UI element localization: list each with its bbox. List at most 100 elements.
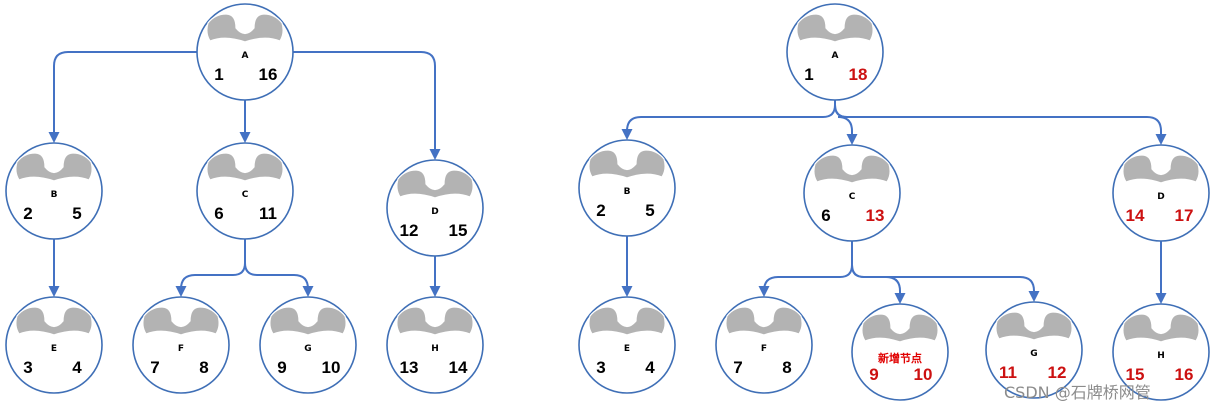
left-value: 9 — [869, 365, 878, 384]
left-value: 7 — [150, 358, 159, 377]
node-before-B: B 2 5 — [5, 142, 103, 240]
right-value: 17 — [1175, 206, 1194, 225]
node-head-icon — [725, 306, 803, 336]
edge-A-B — [53, 51, 197, 132]
node-head-icon — [206, 152, 284, 182]
node-before-H: H 13 14 — [386, 296, 484, 394]
node-label: E — [624, 344, 630, 354]
node-before-F: F 7 8 — [132, 296, 230, 394]
right-value: 15 — [449, 221, 468, 240]
node-label: G — [1030, 349, 1037, 359]
left-value: 14 — [1126, 206, 1145, 225]
arrowhead-B-E — [48, 286, 60, 297]
node-label: D — [431, 207, 438, 217]
node-label: C — [242, 190, 249, 200]
right-value: 11 — [259, 204, 277, 223]
arrowhead-A-D — [1155, 134, 1167, 145]
left-value: 3 — [23, 358, 32, 377]
right-value: 18 — [849, 65, 868, 84]
watermark: CSDN @石牌桥网管 — [1004, 383, 1151, 402]
right-value: 5 — [72, 204, 81, 223]
node-label: H — [431, 344, 439, 354]
left-value: 3 — [596, 358, 605, 377]
arrowhead-D-H — [429, 286, 441, 297]
tree-after — [621, 100, 1167, 304]
left-value: 1 — [804, 65, 813, 84]
node-label: G — [304, 344, 311, 354]
right-value: 14 — [449, 358, 468, 377]
arrowhead-D-H — [1155, 293, 1167, 304]
edge-C-G — [851, 241, 1035, 292]
right-value: 16 — [259, 65, 278, 84]
edge-A-D — [834, 100, 1162, 134]
arrowhead-C-F — [758, 286, 770, 297]
right-value: 5 — [645, 201, 654, 220]
node-after-C: C 6 13 — [803, 144, 901, 242]
node-label: C — [849, 192, 856, 202]
node-before-C: C 6 11 — [196, 142, 294, 240]
node-head-icon — [588, 149, 666, 179]
node-before-D: D 12 15 — [386, 159, 484, 257]
left-value: 2 — [596, 201, 605, 220]
edge-C-N — [851, 241, 901, 293]
node-label: 新增节点 — [878, 351, 922, 365]
edge-A-B — [626, 100, 836, 132]
right-value: 8 — [199, 358, 208, 377]
right-value: 13 — [866, 206, 885, 225]
node-head-icon — [15, 306, 93, 336]
node-label: F — [178, 344, 184, 354]
left-value: 6 — [214, 204, 223, 223]
node-head-icon — [1122, 154, 1200, 184]
left-value: 13 — [400, 358, 419, 377]
right-value: 4 — [72, 358, 82, 377]
right-value: 10 — [322, 358, 341, 377]
arrowhead-C-G — [1028, 291, 1040, 302]
node-head-icon — [142, 306, 220, 336]
left-value: 15 — [1126, 365, 1145, 384]
node-head-icon — [861, 313, 939, 343]
right-value: 16 — [1175, 365, 1194, 384]
arrowhead-C-F — [175, 286, 187, 297]
node-label: F — [761, 344, 767, 354]
right-value: 4 — [645, 358, 655, 377]
arrowhead-B-E — [621, 286, 633, 297]
node-head-icon — [396, 306, 474, 336]
edge-C-G — [244, 239, 309, 290]
left-value: 6 — [821, 206, 830, 225]
node-head-icon — [396, 169, 474, 199]
node-label: A — [832, 51, 839, 61]
edge-C-F — [763, 241, 853, 292]
node-label: B — [624, 187, 631, 197]
edge-A-D — [293, 51, 436, 149]
node-head-icon — [588, 306, 666, 336]
node-after-E: E 3 4 — [578, 296, 676, 394]
left-value: 11 — [999, 363, 1017, 382]
left-value: 12 — [400, 221, 419, 240]
node-after-G: G 11 12 — [985, 301, 1083, 399]
arrowhead-A-B — [621, 129, 633, 140]
edge-C-F — [180, 239, 246, 290]
right-value: 12 — [1048, 363, 1067, 382]
arrowhead-A-C — [846, 134, 858, 145]
right-value: 8 — [782, 358, 791, 377]
node-head-icon — [995, 311, 1073, 341]
right-value: 10 — [914, 365, 933, 384]
arrowhead-A-B — [48, 132, 60, 143]
node-label: B — [51, 190, 58, 200]
node-label: A — [242, 51, 249, 61]
node-head-icon — [813, 154, 891, 184]
left-value: 2 — [23, 204, 32, 223]
node-head-icon — [206, 13, 284, 43]
arrowhead-A-C — [239, 132, 251, 143]
node-head-icon — [269, 306, 347, 336]
arrowhead-C-N — [894, 293, 906, 304]
